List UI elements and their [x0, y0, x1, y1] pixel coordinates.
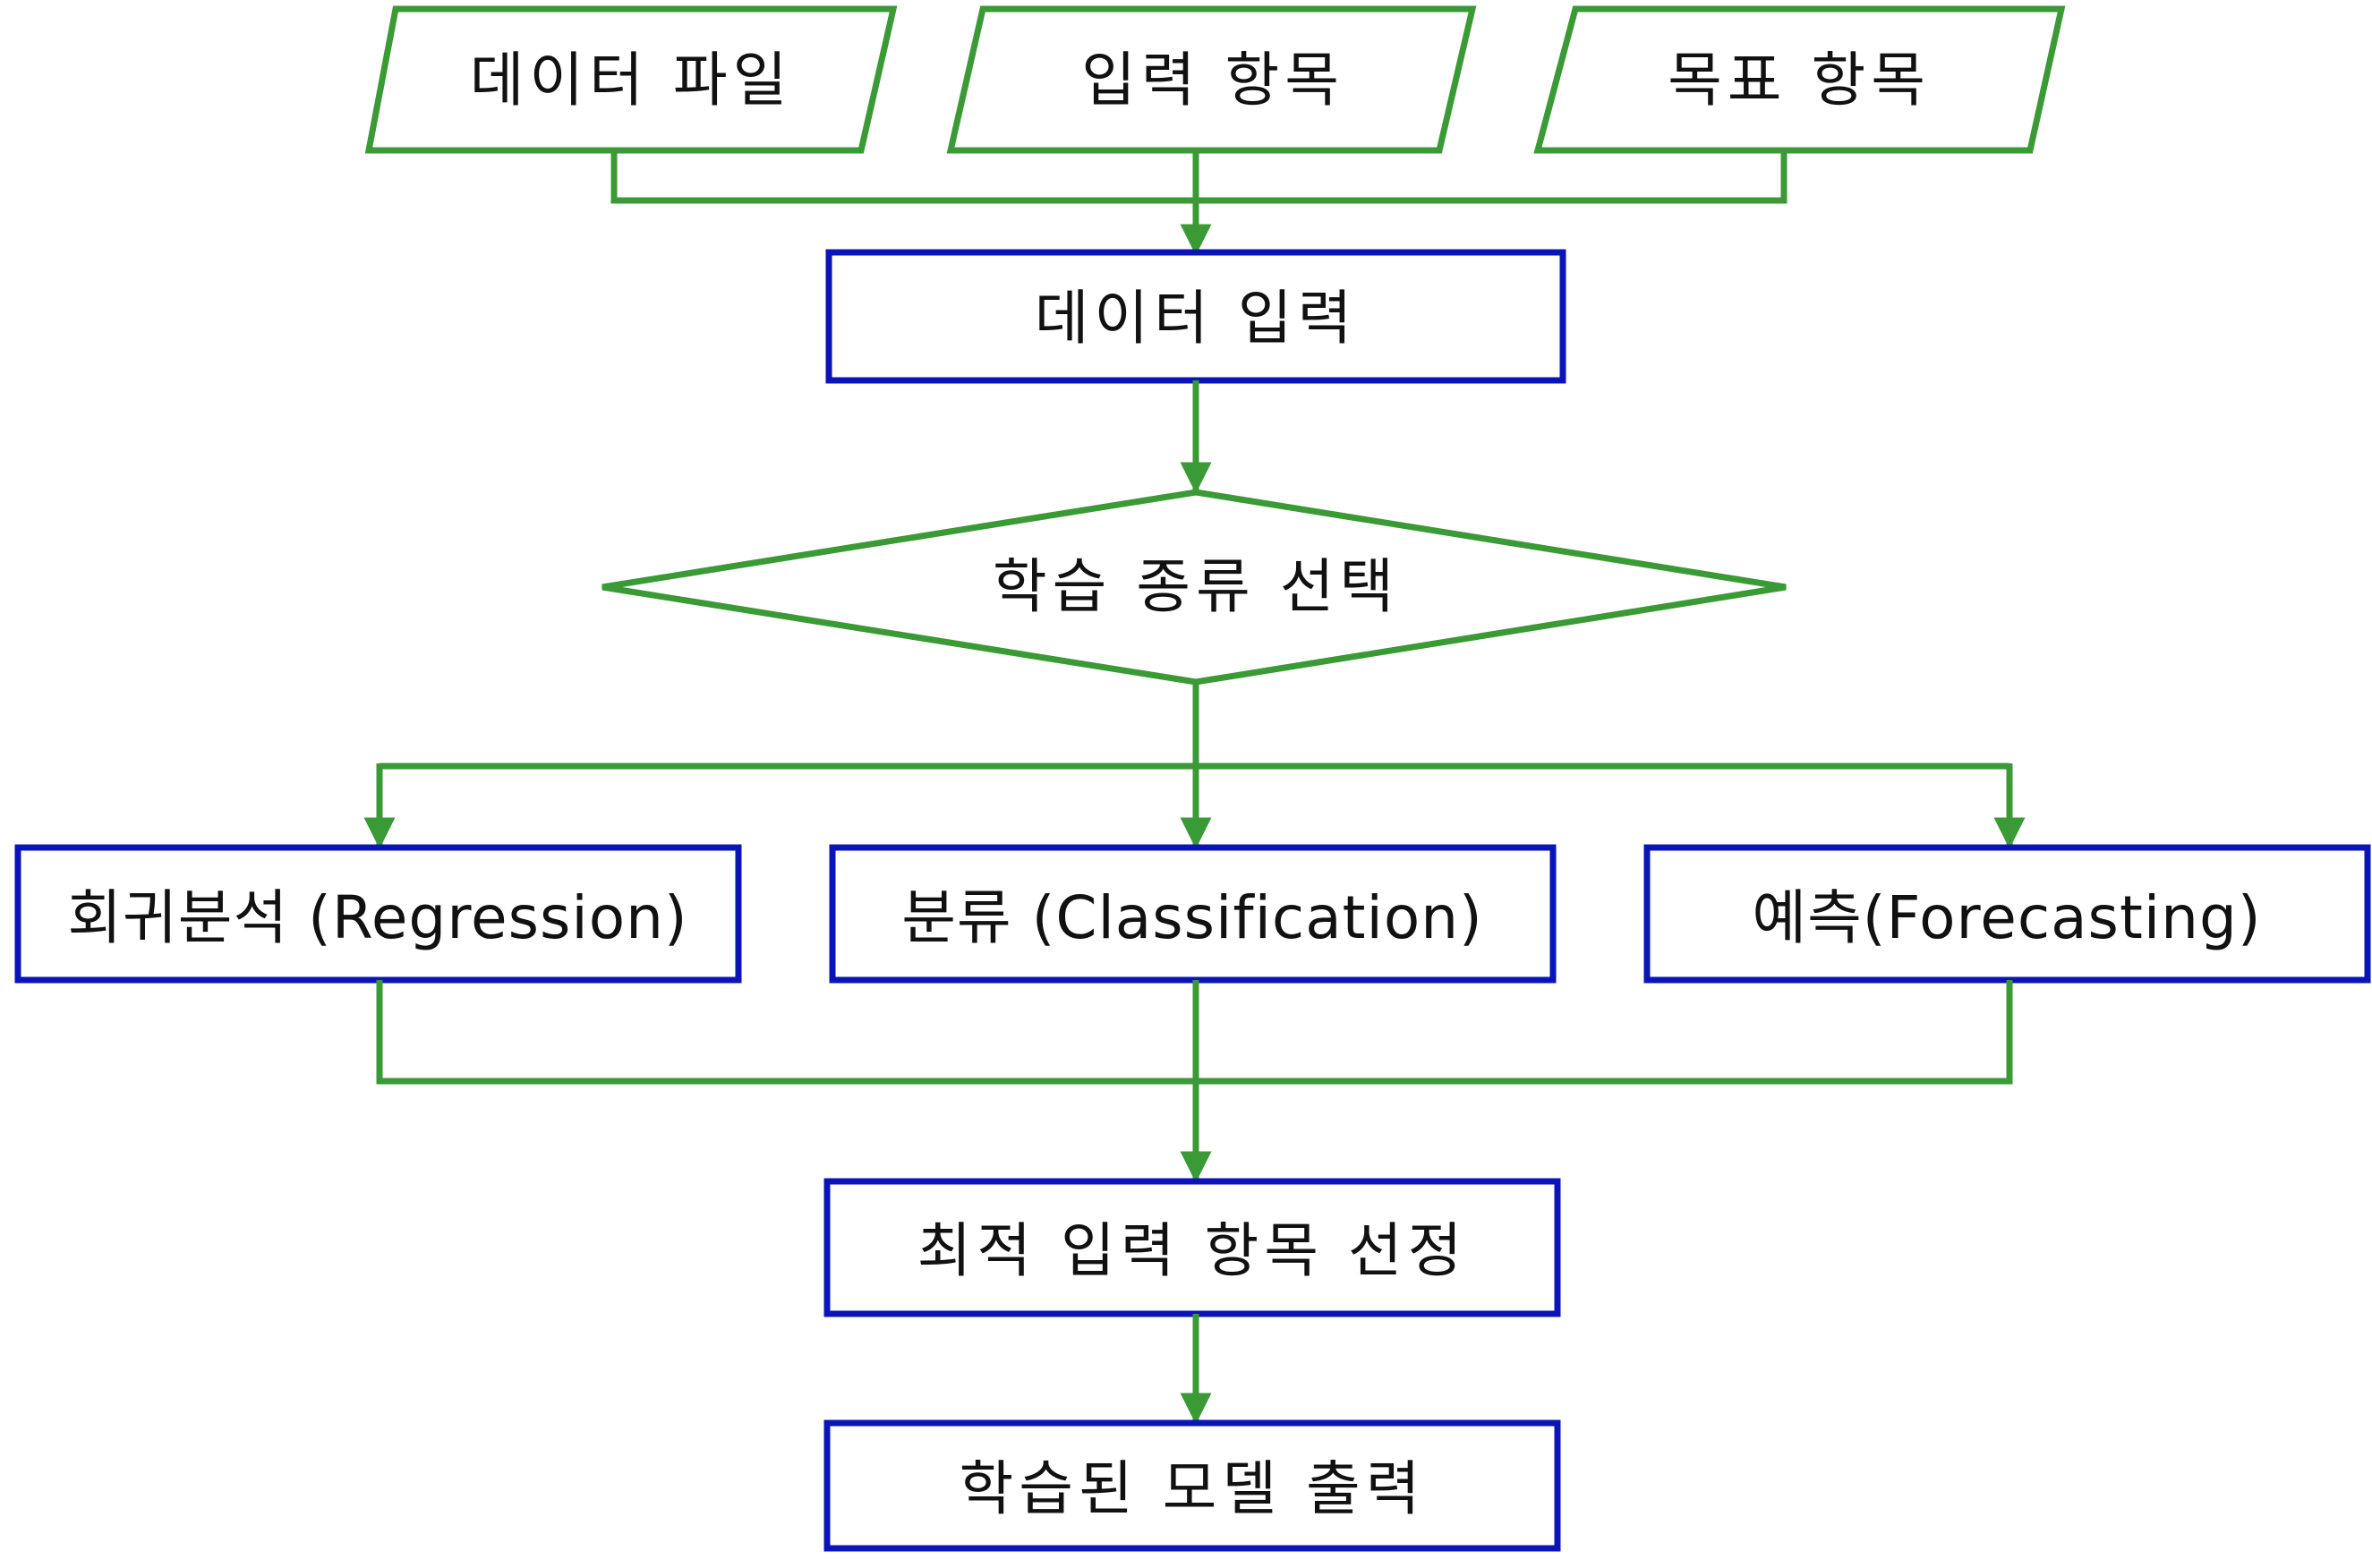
model-output-label: 학습된 모델 출력 — [960, 1454, 1426, 1523]
forecasting-label: 예측(Forecasting) — [1752, 883, 2261, 952]
optimal-selection-label: 최적 입력 항목 선정 — [917, 1216, 1468, 1285]
input-items-label: 입력 항목 — [1081, 46, 1344, 115]
target-items-label: 목표 항목 — [1668, 46, 1931, 115]
model-output-box — [823, 1419, 1561, 1552]
regression-box — [14, 844, 742, 984]
learning-type-label: 학습 종류 선택 — [993, 552, 1399, 621]
regression-label: 회귀분석 (Regression) — [67, 883, 687, 952]
input-items-shape — [946, 5, 1477, 154]
data-input-box — [825, 249, 1566, 384]
target-items-shape — [1533, 5, 2066, 154]
classification-label: 분류 (Classification) — [901, 883, 1483, 952]
optimal-selection-box — [823, 1178, 1561, 1317]
data-file-label: 데이터 파일 — [470, 46, 793, 115]
forecasting-box — [1643, 844, 2371, 984]
data-file-shape — [364, 5, 898, 154]
classification-box — [829, 844, 1557, 984]
data-input-label: 데이터 입력 — [1035, 284, 1358, 353]
